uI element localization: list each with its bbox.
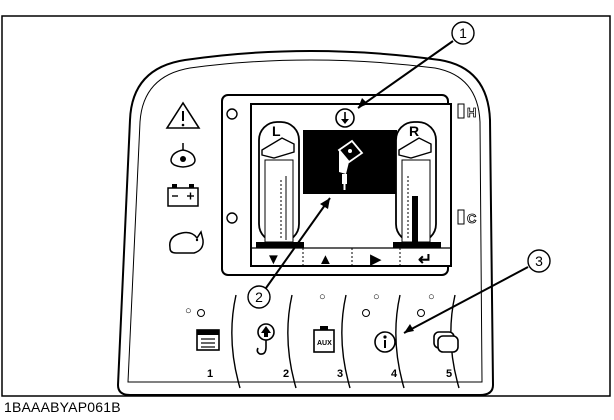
monitor-housing-inner xyxy=(127,59,483,383)
right-gauge xyxy=(393,121,441,248)
aux-icon[interactable]: AUX xyxy=(313,326,335,353)
button-5-number: 5 xyxy=(446,368,452,380)
button-1-led xyxy=(197,309,205,317)
auxiliary-attachment-icon xyxy=(337,139,364,190)
callout-2-arrowhead xyxy=(320,198,330,209)
cold-mark: C xyxy=(467,211,477,226)
callout-1: 1 xyxy=(459,25,467,41)
button-1-number: 1 xyxy=(207,368,213,380)
high-mark: H xyxy=(467,105,476,120)
callout-3-leader xyxy=(403,266,529,334)
callout-3-arrowhead xyxy=(404,324,414,333)
high-mark-box xyxy=(457,103,465,119)
warning-triangle-icon xyxy=(165,101,201,129)
svg-text:AUX: AUX xyxy=(317,340,332,347)
menu-list-icon[interactable] xyxy=(196,329,220,351)
soft-key-4[interactable]: ↵ xyxy=(418,250,432,269)
button-5-dot: ○ xyxy=(428,291,435,303)
button-1-dot: ○ xyxy=(185,305,192,317)
soft-key-3[interactable]: ▶ xyxy=(370,251,382,268)
button-4-number: 4 xyxy=(391,368,398,380)
rabbit-speed-icon xyxy=(169,230,204,254)
cold-mark-box xyxy=(457,209,465,225)
callout-1-arrowhead xyxy=(358,98,368,108)
callout-3-circle xyxy=(527,249,551,273)
hook-icon[interactable] xyxy=(256,323,275,355)
button-separators xyxy=(231,294,460,389)
button-5-led xyxy=(417,309,425,317)
soft-key-2[interactable]: ▲ xyxy=(318,251,333,268)
battery-icon xyxy=(167,184,199,207)
callout-1-circle xyxy=(451,21,475,45)
callout-1-leader xyxy=(357,40,454,109)
button-2-number: 2 xyxy=(283,368,289,380)
screens-icon[interactable] xyxy=(433,331,459,353)
soft-key-1[interactable]: ▼ xyxy=(266,251,281,268)
gauge-number: 2 xyxy=(305,136,311,148)
down-arrow-circle-icon xyxy=(335,108,355,128)
button-3-number: 3 xyxy=(337,368,343,380)
oil-pressure-icon xyxy=(170,143,196,168)
button-3-dot: ○ xyxy=(319,291,326,303)
callout-3: 3 xyxy=(535,253,543,269)
callout-2: 2 xyxy=(255,289,263,305)
callout-2-leader xyxy=(265,197,331,289)
left-gauge xyxy=(256,121,304,248)
bezel-screw-top xyxy=(226,108,238,120)
right-gauge-label: R xyxy=(409,123,419,139)
button-4-dot: ○ xyxy=(373,291,380,303)
callout-2-circle xyxy=(247,285,271,309)
info-icon[interactable] xyxy=(374,331,396,353)
bezel-screw-bottom xyxy=(226,212,238,224)
left-gauge-label: L xyxy=(272,123,281,139)
figure-code: 1BAAABYAP061B xyxy=(4,399,121,415)
button-4-led xyxy=(362,309,370,317)
